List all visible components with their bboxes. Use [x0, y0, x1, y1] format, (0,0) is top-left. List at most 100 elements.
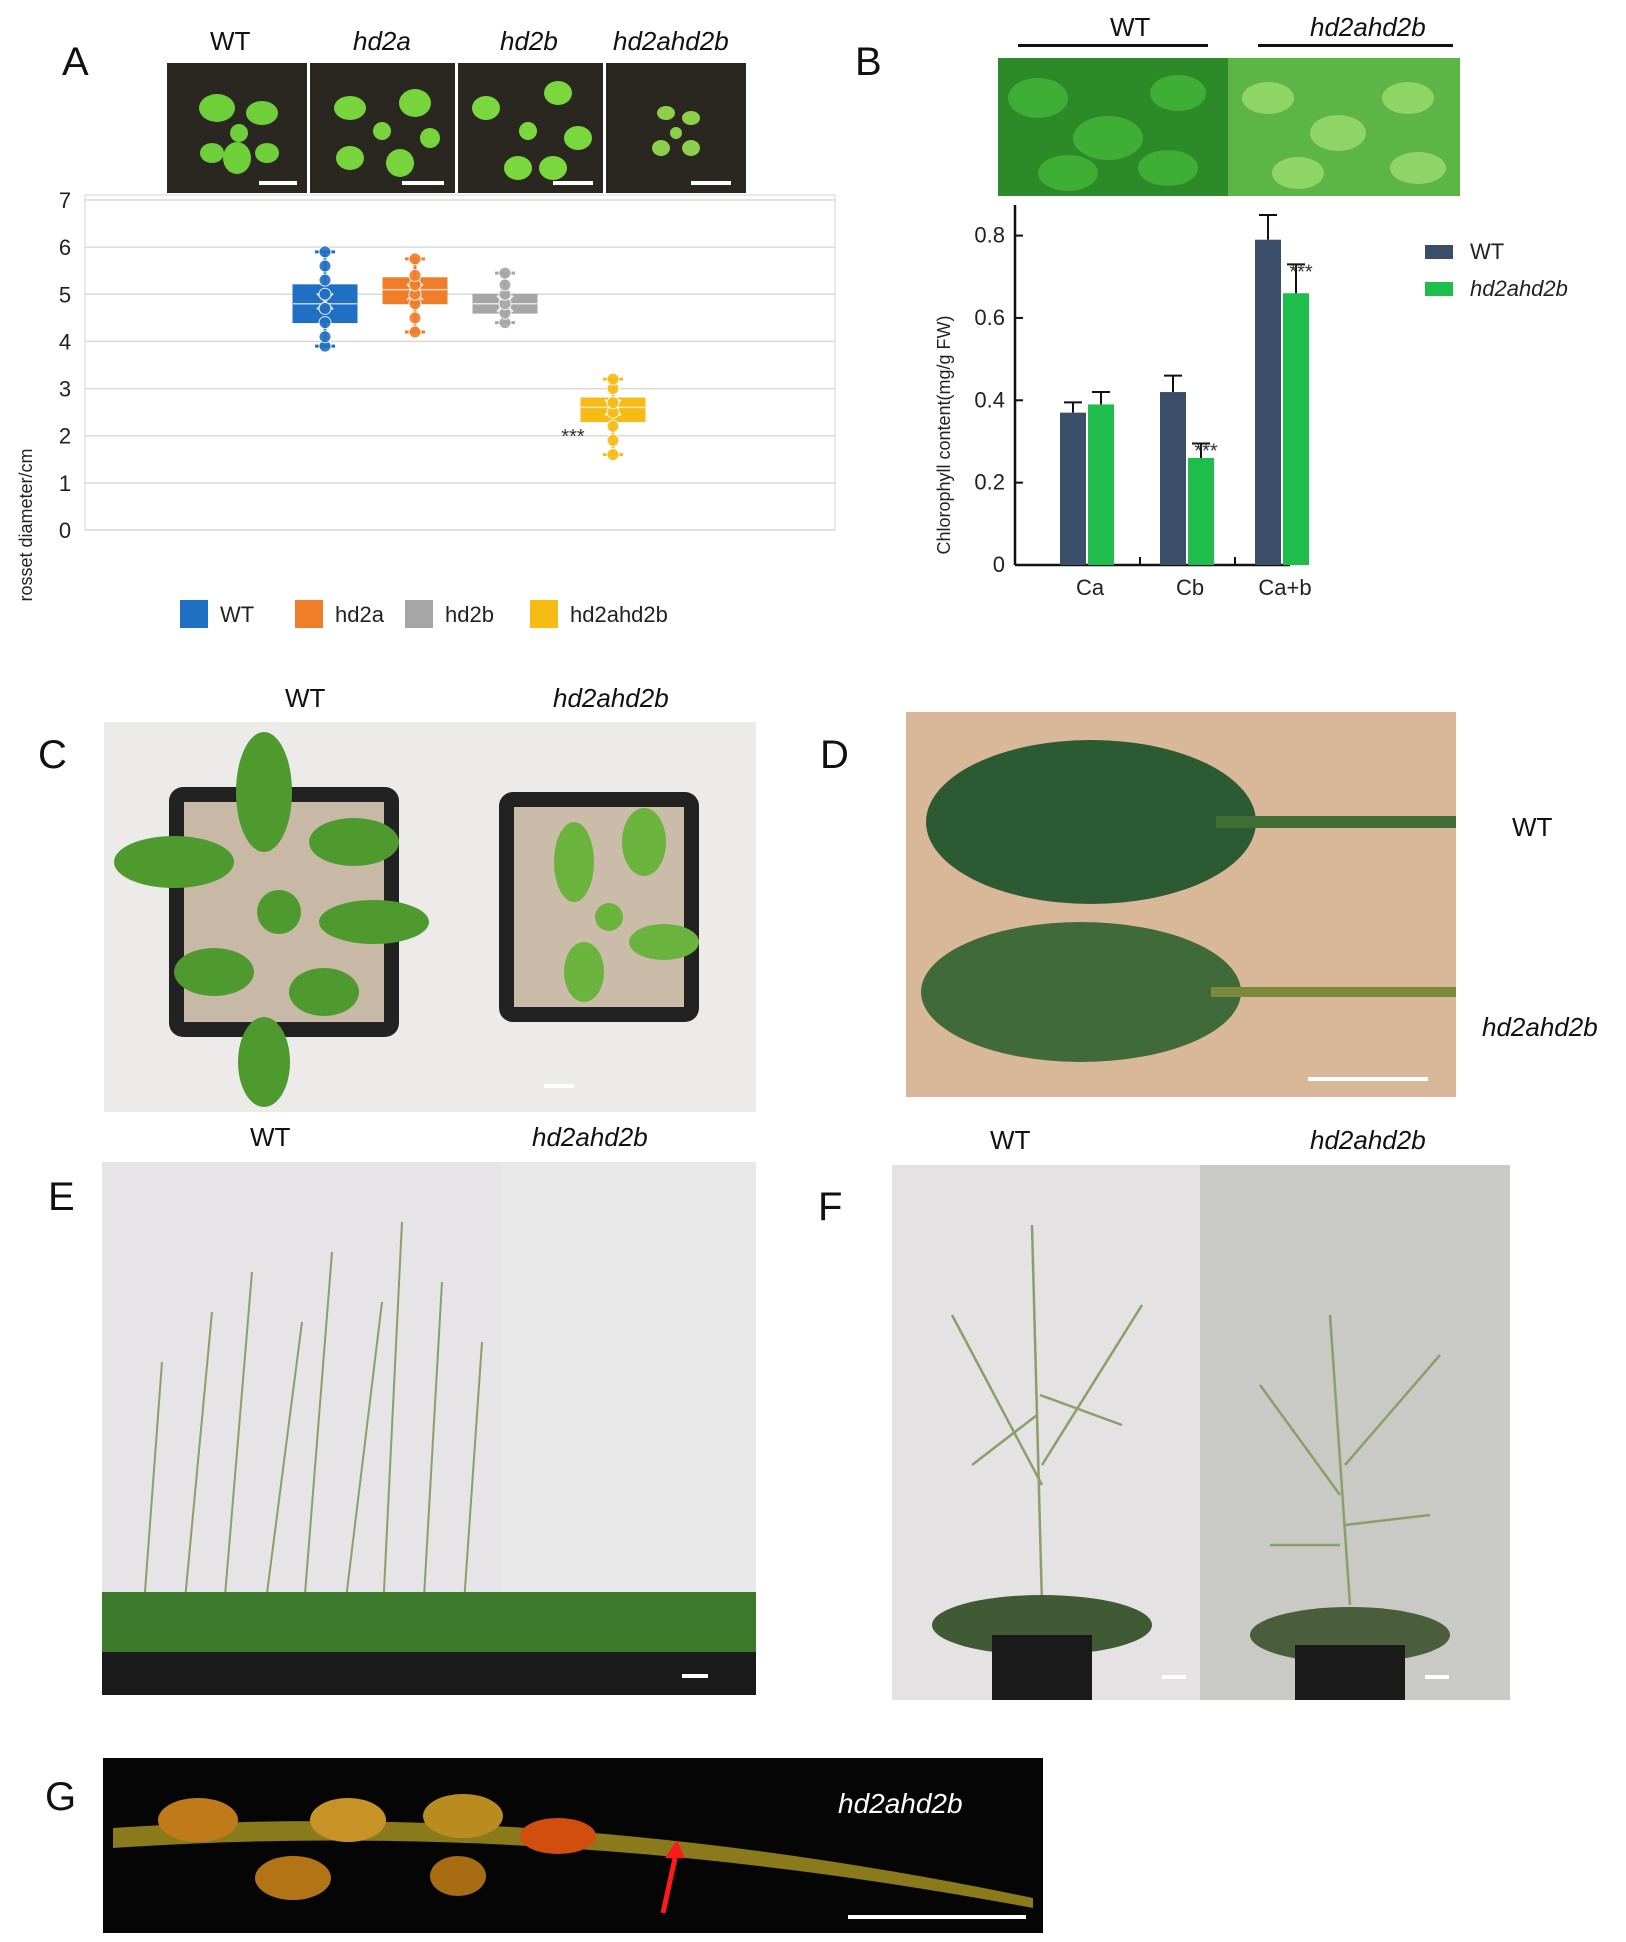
- x-tick-label: Cb: [1176, 575, 1204, 600]
- y-tick-label: 2: [59, 424, 71, 449]
- panel-a-label-hd2a: hd2a: [353, 26, 411, 56]
- data-point: [408, 268, 422, 282]
- panel-a-label-hd2b: hd2b: [500, 26, 558, 56]
- panel-e-label-hd2ahd2b: hd2ahd2b: [532, 1122, 648, 1152]
- photo-leaves: [906, 712, 1456, 1097]
- legend-label-hd2ahd2b: hd2ahd2b: [1470, 276, 1568, 301]
- y-tick-label: 0: [59, 518, 71, 543]
- panel-letter-b: B: [855, 40, 882, 84]
- panel-letter-f: F: [818, 1185, 843, 1229]
- data-point: [318, 273, 332, 287]
- y-tick-label: 0.8: [974, 223, 1005, 248]
- y-tick-label: 7: [59, 188, 71, 213]
- bar-legend: WT hd2ahd2b: [1425, 239, 1568, 301]
- legend-label-hd2b: hd2b: [445, 602, 494, 627]
- photo-flowering-tray: [102, 1162, 756, 1695]
- data-point: [318, 301, 332, 315]
- bar-WT-Ca+b: [1255, 239, 1281, 566]
- photo-seedling-hd2ahd2b: [606, 63, 746, 193]
- legend-swatch-hd2ahd2b: [530, 600, 558, 628]
- box-hd2b: [472, 266, 538, 330]
- boxplot-boxes: [292, 245, 646, 462]
- panel-letter-a: A: [62, 40, 89, 84]
- panel-letter-g: G: [45, 1775, 77, 1819]
- legend-label-hd2a: hd2a: [335, 602, 385, 627]
- data-point: [318, 259, 332, 273]
- box-hd2a: [382, 252, 448, 339]
- box-hd2ahd2b: [580, 372, 646, 462]
- panel-d-label-hd2ahd2b: hd2ahd2b: [1482, 1012, 1598, 1042]
- data-point: [606, 448, 620, 462]
- y-tick-label: 4: [59, 329, 71, 354]
- scale-bar: [259, 181, 297, 185]
- photo-silique: hd2ahd2b: [103, 1758, 1043, 1933]
- photo-mature-rosettes: [104, 722, 756, 1112]
- bar-WT-Ca: [1060, 412, 1086, 565]
- y-tick-label: 1: [59, 471, 71, 496]
- significance-stars: ***: [1289, 261, 1313, 283]
- data-point: [408, 311, 422, 325]
- data-point: [498, 278, 512, 292]
- panel-b-bracket-wt: [1018, 44, 1208, 47]
- panel-b-label-hd2ahd2b: hd2ahd2b: [1310, 12, 1426, 42]
- y-tick-label: 5: [59, 282, 71, 307]
- photo-flowering-hd2ahd2b: [1200, 1165, 1510, 1700]
- y-tick-label: 0.6: [974, 305, 1005, 330]
- box-WT: [292, 245, 358, 353]
- significance-stars: ***: [561, 426, 585, 448]
- panel-a-label-hd2ahd2b: hd2ahd2b: [613, 26, 729, 56]
- y-tick-label: 0.4: [974, 387, 1005, 412]
- panel-f-label-wt: WT: [990, 1125, 1031, 1155]
- data-point: [408, 325, 422, 339]
- panel-letter-e: E: [48, 1175, 75, 1219]
- bar-hd2ahd2b-Ca+b: [1283, 293, 1309, 565]
- y-axis-label: Chlorophyll content(mg/g FW): [934, 315, 954, 554]
- boxplot-grid: [84, 194, 836, 531]
- bar-WT-Cb: [1160, 392, 1186, 565]
- y-tick-label: 3: [59, 377, 71, 402]
- legend-label-WT: WT: [220, 602, 254, 627]
- data-point: [606, 396, 620, 410]
- y-tick-label: 6: [59, 235, 71, 260]
- legend-swatch-WT: [1425, 245, 1453, 259]
- boxplot-ticks: 0 1 2 3 4 5 6 7: [59, 188, 71, 543]
- panel-e-label-wt: WT: [250, 1122, 291, 1152]
- panel-g-label: hd2ahd2b: [838, 1788, 963, 1819]
- scale-bar: [553, 181, 593, 185]
- data-point: [498, 266, 512, 280]
- data-point: [606, 433, 620, 447]
- significance-stars: ***: [1194, 441, 1218, 463]
- photo-seedling-wt: [167, 63, 307, 193]
- legend-swatch-hd2a: [295, 600, 323, 628]
- scale-bar: [691, 181, 731, 185]
- x-tick-label: Ca+b: [1258, 575, 1311, 600]
- legend-swatch-hd2b: [405, 600, 433, 628]
- legend-swatch-WT: [180, 600, 208, 628]
- photo-flowering-wt: [892, 1165, 1200, 1700]
- photo-seedling-hd2b: [458, 63, 603, 193]
- legend-label-hd2ahd2b: hd2ahd2b: [570, 602, 668, 627]
- data-point: [318, 245, 332, 259]
- legend-swatch-hd2ahd2b: [1425, 282, 1453, 296]
- panel-letter-d: D: [820, 733, 849, 777]
- panel-d-label-wt: WT: [1512, 812, 1553, 842]
- y-tick-label: 0: [993, 552, 1005, 577]
- legend-label-WT: WT: [1470, 239, 1504, 264]
- data-point: [318, 287, 332, 301]
- data-point: [408, 252, 422, 266]
- photo-seedling-hd2a: [310, 63, 455, 193]
- bar-series: *** ***: [1060, 214, 1313, 566]
- bar-hd2ahd2b-Cb: [1188, 457, 1214, 565]
- panel-a-label-wt: WT: [210, 26, 251, 56]
- panel-letter-c: C: [38, 733, 67, 777]
- bar-hd2ahd2b-Ca: [1088, 404, 1114, 565]
- data-point: [606, 419, 620, 433]
- panel-b-bracket-hd2ahd2b: [1258, 44, 1453, 47]
- photo-tray-plants: [998, 58, 1460, 196]
- plot-frame: [84, 194, 836, 531]
- data-point: [318, 316, 332, 330]
